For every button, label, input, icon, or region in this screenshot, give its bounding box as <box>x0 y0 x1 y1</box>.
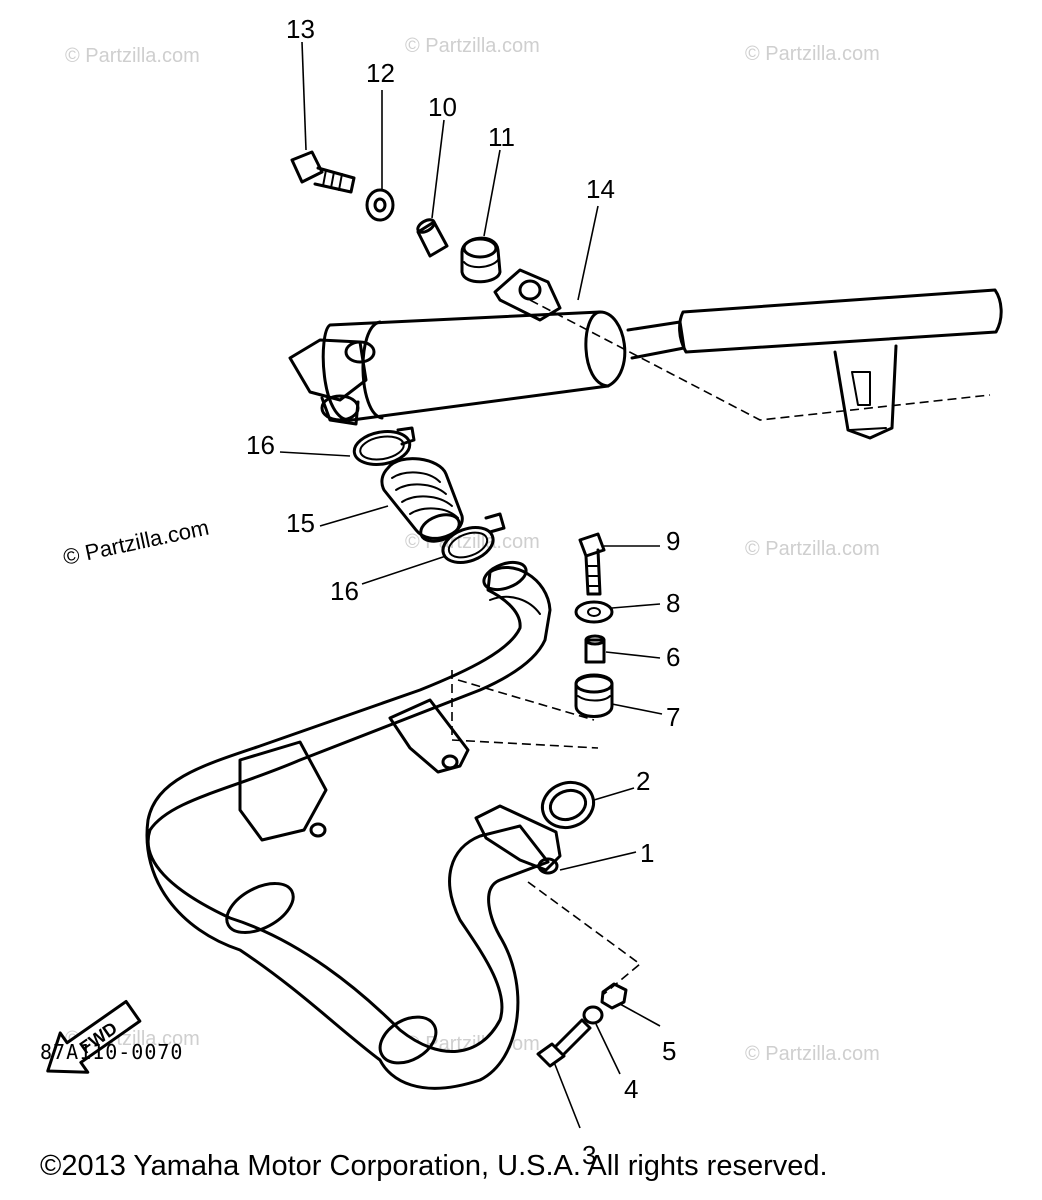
callout-2: 2 <box>636 766 650 796</box>
callout-16-lower: 16 <box>330 576 359 606</box>
watermark: © Partzilla.com <box>745 1043 880 1065</box>
copyright-notice: ©2013 Yamaha Motor Corporation, U.S.A. A… <box>40 1150 828 1182</box>
watermark: © Partzilla.com <box>65 45 200 67</box>
callout-11: 11 <box>488 122 515 152</box>
callout-14: 14 <box>586 174 615 204</box>
part-grommet-7 <box>574 673 614 718</box>
diagram-code: 87A110-0070 <box>40 1040 184 1064</box>
callout-8: 8 <box>666 588 680 618</box>
callout-4: 4 <box>624 1074 638 1104</box>
part-band-16-upper <box>352 426 416 466</box>
callouts: 13 12 10 11 14 16 15 16 9 8 6 7 2 1 5 4 … <box>246 14 680 1170</box>
part-exhaust-pipe <box>145 560 562 1090</box>
part-collar-6 <box>584 634 606 664</box>
watermark-dark: © Partzilla.com <box>61 515 211 570</box>
callout-12: 12 <box>366 58 395 88</box>
leader-lines <box>279 41 663 1129</box>
frame-tube <box>678 288 1003 440</box>
part-gasket-2 <box>540 780 596 830</box>
part-washer-12 <box>365 188 395 222</box>
callout-6: 6 <box>666 642 680 672</box>
part-collar-10 <box>416 218 449 258</box>
part-bolt-3 <box>536 1018 592 1068</box>
part-joint-15 <box>380 457 464 543</box>
part-washer-8 <box>574 600 614 624</box>
callout-10: 10 <box>428 92 457 122</box>
callout-3: 3 <box>582 1140 596 1170</box>
part-washer-4 <box>582 1005 604 1025</box>
watermark: © Partzilla.com <box>745 538 880 560</box>
part-silencer-14 <box>288 268 686 426</box>
callout-9: 9 <box>666 526 680 556</box>
part-grommet-11 <box>460 236 502 284</box>
callout-1: 1 <box>640 838 654 868</box>
callout-15: 15 <box>286 508 315 538</box>
callout-5: 5 <box>662 1036 676 1066</box>
part-nut-5 <box>600 982 628 1010</box>
part-bolt-13 <box>290 150 356 194</box>
watermark: © Partzilla.com <box>405 35 540 57</box>
callout-16-upper: 16 <box>246 430 275 460</box>
callout-13: 13 <box>286 14 315 44</box>
part-bolt-9 <box>578 532 606 596</box>
assembly-lines <box>451 299 991 995</box>
callout-7: 7 <box>666 702 680 732</box>
part-band-16-lower <box>441 512 506 564</box>
watermark: © Partzilla.com <box>745 43 880 65</box>
